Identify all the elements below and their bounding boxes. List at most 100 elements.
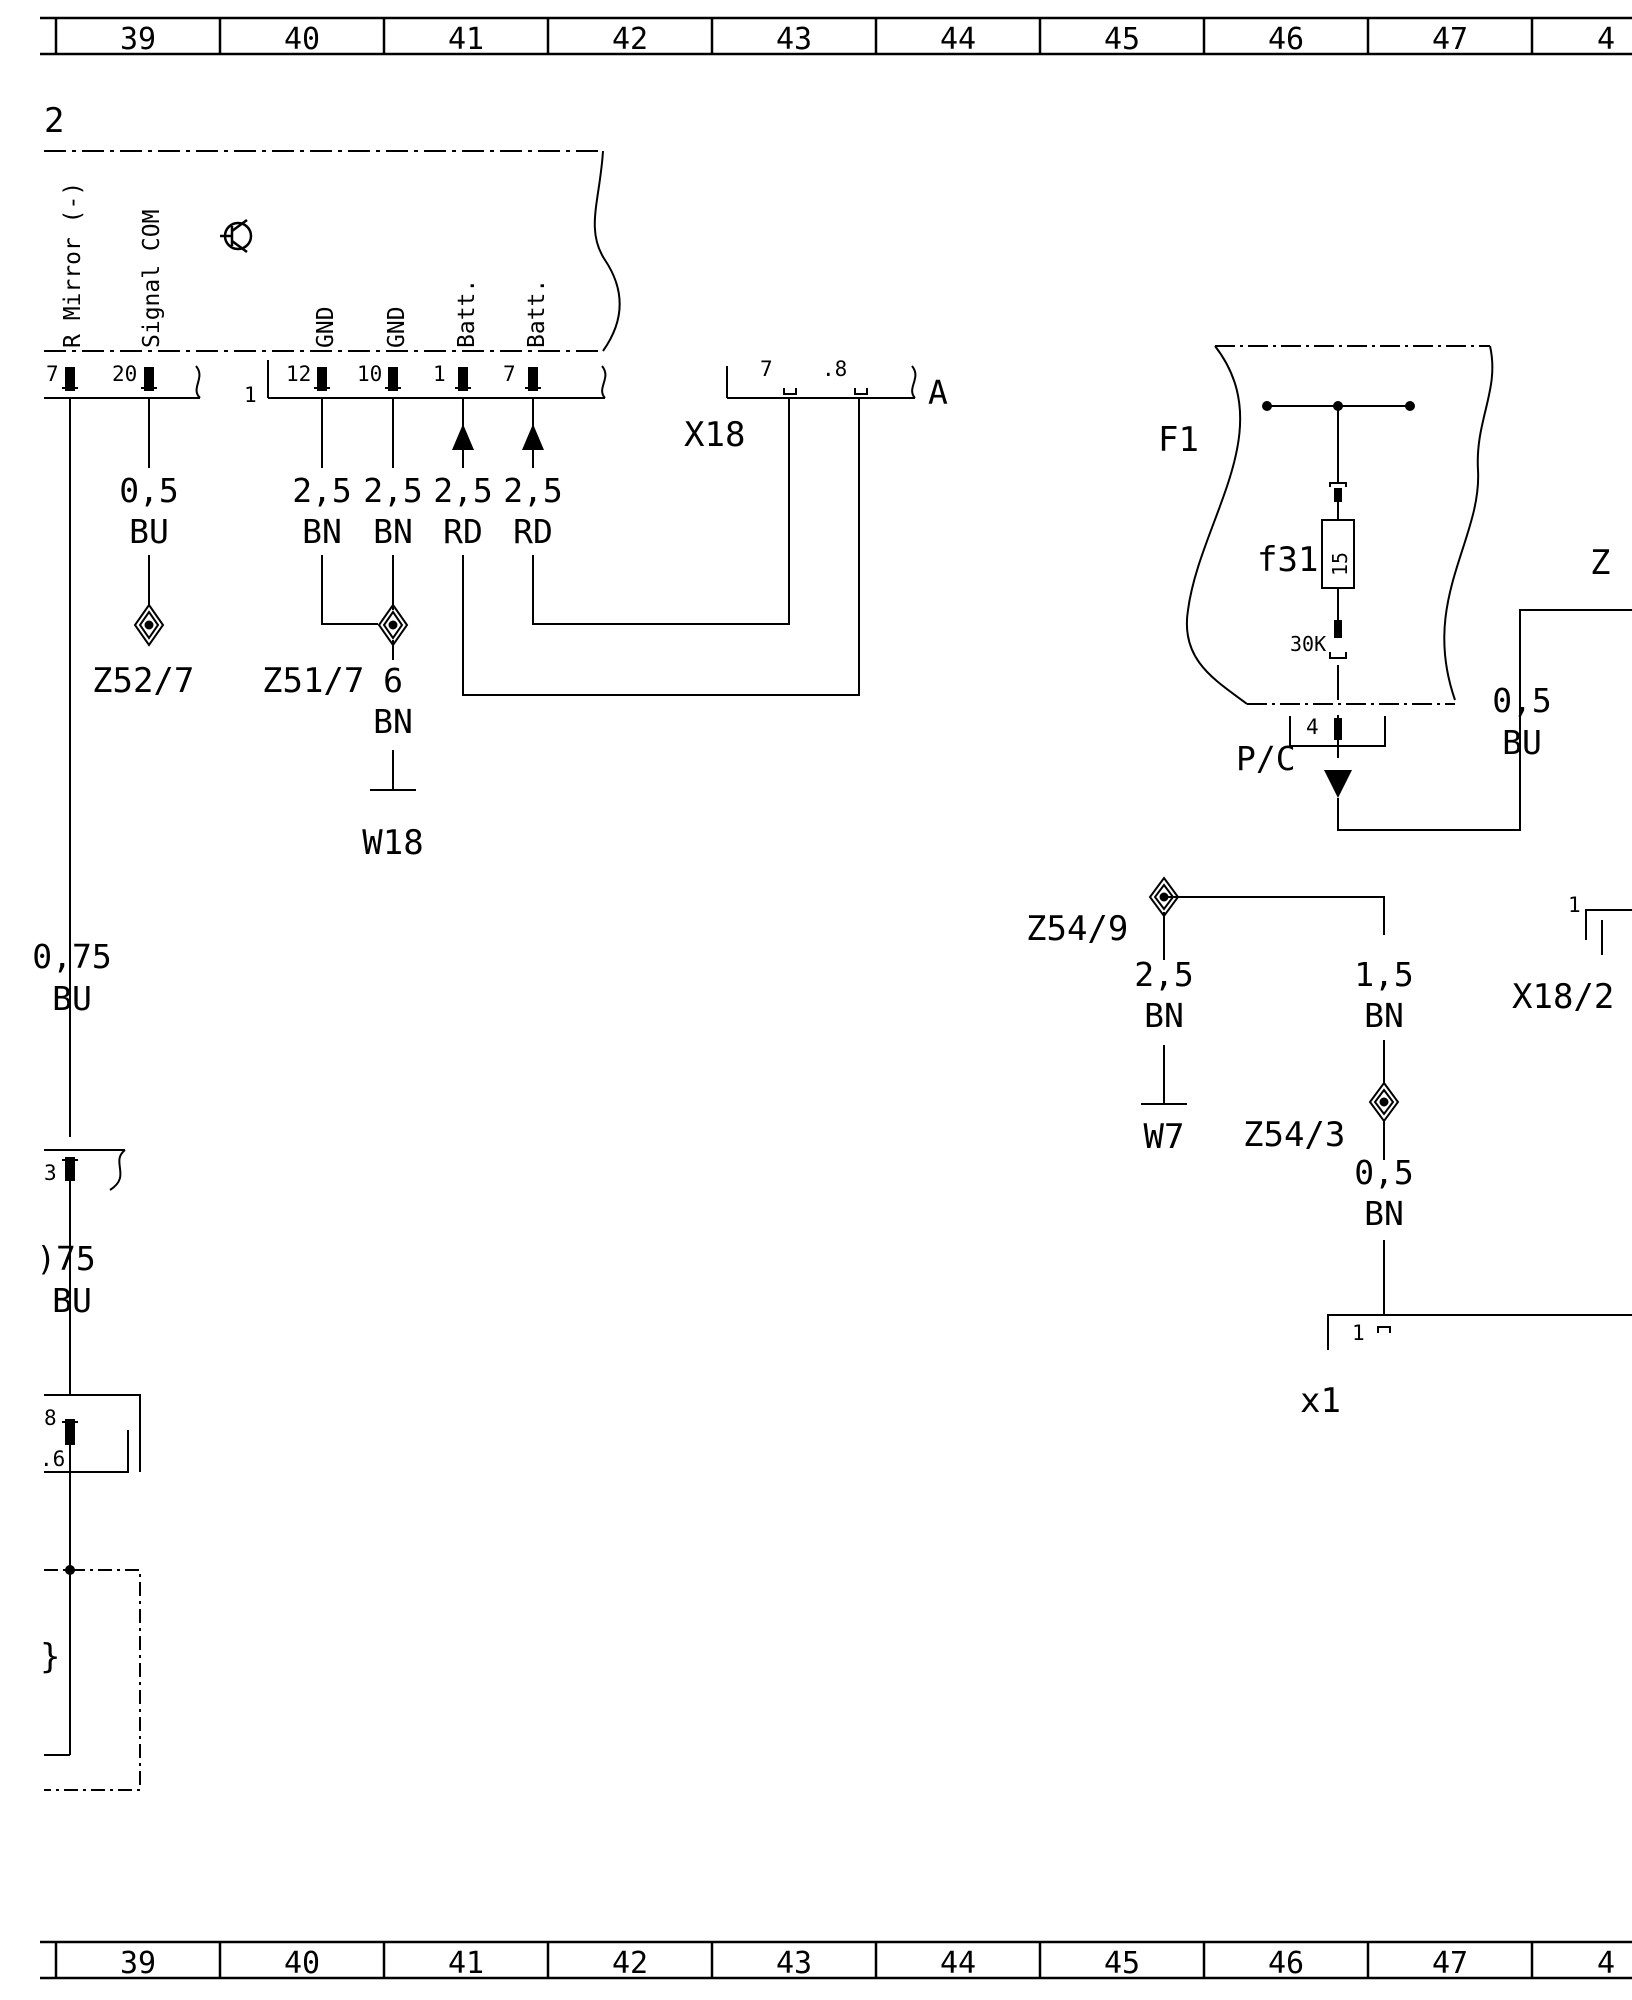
wire-size-z54-9-z54-3: 1,5: [1354, 955, 1414, 994]
grid-cell-42-bottom: 42: [612, 1946, 648, 1981]
x1-label: x1: [1300, 1381, 1341, 1421]
splice-z54-9-icon: [1148, 876, 1180, 918]
signal-gnd-12: GND: [313, 306, 339, 348]
wire-color-mirror-upper: BU: [52, 979, 92, 1018]
grid-cell-45-bottom: 45: [1104, 1946, 1140, 1981]
splice-label-z52-7: Z52/7: [92, 661, 194, 701]
grid-cell-43: 43: [776, 22, 812, 57]
grid-cell-39: 39: [120, 22, 156, 57]
grid-bar-bottom: [40, 1940, 1632, 1980]
grid-cell-40-bottom: 40: [284, 1946, 320, 1981]
fuse-pin-4: 4: [1306, 715, 1319, 739]
left-connector-8-6: [44, 1394, 141, 1473]
wires-z54: [1141, 896, 1632, 1350]
x18-2-pin: 1: [1568, 893, 1581, 917]
left-connector-pin-8: 8: [44, 1406, 57, 1430]
wire-color-gnd-12: BN: [302, 512, 342, 551]
connector-x18: [726, 365, 917, 399]
module-number: 2: [44, 101, 64, 141]
splice-label-z54-3: Z54/3: [1243, 1115, 1345, 1155]
splice-label-z54-9: Z54/9: [1026, 909, 1128, 949]
batt-arrows: [452, 424, 544, 450]
signal-com: Signal COM: [139, 210, 165, 348]
splice-z51-icon: [377, 603, 409, 647]
wire-size-batt-7: 2,5: [503, 471, 563, 510]
signal-batt-1: Batt.: [454, 279, 480, 348]
wire-color-mirror-lower: BU: [52, 1281, 92, 1320]
connector-x18-2: [1585, 909, 1632, 955]
left-component-outline: [44, 1569, 141, 1791]
grid-cell-47-bottom: 47: [1432, 1946, 1468, 1981]
wire-size-mirror-upper: 0,75: [32, 937, 111, 976]
grid-cell-39-bottom: 39: [120, 1946, 156, 1981]
splice-z52-icon: [133, 603, 165, 647]
left-component-fragment: }: [40, 1637, 60, 1677]
wire-size-batt-1: 2,5: [433, 471, 493, 510]
signal-gnd-10: GND: [384, 306, 410, 348]
transistor-icon: [220, 218, 253, 254]
splice-z54-3-icon: [1368, 1081, 1400, 1123]
fuse-bus: [1267, 405, 1410, 758]
wire-color-z54-9-z54-3: BN: [1364, 996, 1404, 1035]
pin-7-batt: 7: [503, 362, 516, 386]
x1-pin: 1: [1352, 1321, 1365, 1345]
module-outline: [44, 150, 621, 352]
x18-pin-7: 7: [760, 357, 773, 381]
fuse-output-connector: [1289, 716, 1386, 747]
wire-size-signal-com: 0,5: [119, 471, 179, 510]
wire-color-z54-3-x1: BN: [1364, 1194, 1404, 1233]
wire-color-z54-9-ground: BN: [1144, 996, 1184, 1035]
wire-color-batt-7: RD: [513, 512, 553, 551]
left-connector-pin-6: .6: [40, 1447, 65, 1471]
fuse-rating: 15: [1328, 552, 1352, 576]
grid-cell-40: 40: [284, 22, 320, 57]
grid-cell-43-bottom: 43: [776, 1946, 812, 1981]
pin-1: 1: [433, 362, 446, 386]
grid-cell-45: 45: [1104, 22, 1140, 57]
fuse-box-label: F1: [1158, 420, 1199, 460]
fuse-terminal: 30K: [1290, 632, 1326, 656]
grid-cell-44: 44: [940, 22, 976, 57]
wire-color-gnd-10: BN: [373, 512, 413, 551]
left-inline-connector: [44, 1149, 126, 1191]
wire-color-signal-com: BU: [129, 512, 169, 551]
grid-cell-41: 41: [448, 22, 484, 57]
wire-size-gnd-10: 2,5: [363, 471, 423, 510]
x18-label: X18: [684, 415, 745, 455]
x18-suffix: A: [928, 373, 948, 412]
pin-20: 20: [112, 362, 137, 386]
grid-cell-48-partial: 4: [1597, 22, 1615, 57]
fuse-output-arrow: [1324, 770, 1352, 798]
wire-f1-right: [1337, 609, 1632, 831]
grid-cell-48-partial-bottom: 4: [1597, 1946, 1615, 1981]
pin-10: 10: [357, 362, 382, 386]
pin-group-marker: 1: [244, 383, 257, 407]
x18-pin-8: .8: [822, 357, 847, 381]
pin-sockets: [62, 367, 541, 391]
wire-color-batt-1: RD: [443, 512, 483, 551]
fuse-connector-pc: P/C: [1236, 739, 1296, 778]
fuse-label: f31: [1257, 540, 1318, 580]
ground-label-w7: W7: [1144, 1117, 1185, 1157]
pin-7-mirror: 7: [46, 362, 59, 386]
wire-size-z54-9-ground: 2,5: [1134, 955, 1194, 994]
fuse-bus-dots: [1262, 401, 1415, 740]
grid-bar-top: [40, 16, 1632, 56]
wire-color-f1-right: BU: [1502, 723, 1542, 762]
fuse-box-outline: [1185, 345, 1494, 705]
junction-dot: [65, 1565, 75, 1575]
wire-size-z54-3-x1: 0,5: [1354, 1153, 1414, 1192]
pin-12: 12: [286, 362, 311, 386]
grid-cell-47: 47: [1432, 22, 1468, 57]
grid-cell-42: 42: [612, 22, 648, 57]
grid-cell-44-bottom: 44: [940, 1946, 976, 1981]
signal-r-mirror: R Mirror (-): [60, 182, 86, 348]
grid-cell-46-bottom: 46: [1268, 1946, 1304, 1981]
grid-cell-46: 46: [1268, 22, 1304, 57]
ground-label-w18: W18: [362, 823, 423, 863]
wire-size-f1-right: 0,5: [1492, 681, 1552, 720]
x18-2-label: X18/2: [1512, 977, 1614, 1017]
left-connector-pin-3: 3: [44, 1161, 57, 1185]
right-edge-fragment: Z: [1590, 543, 1610, 583]
